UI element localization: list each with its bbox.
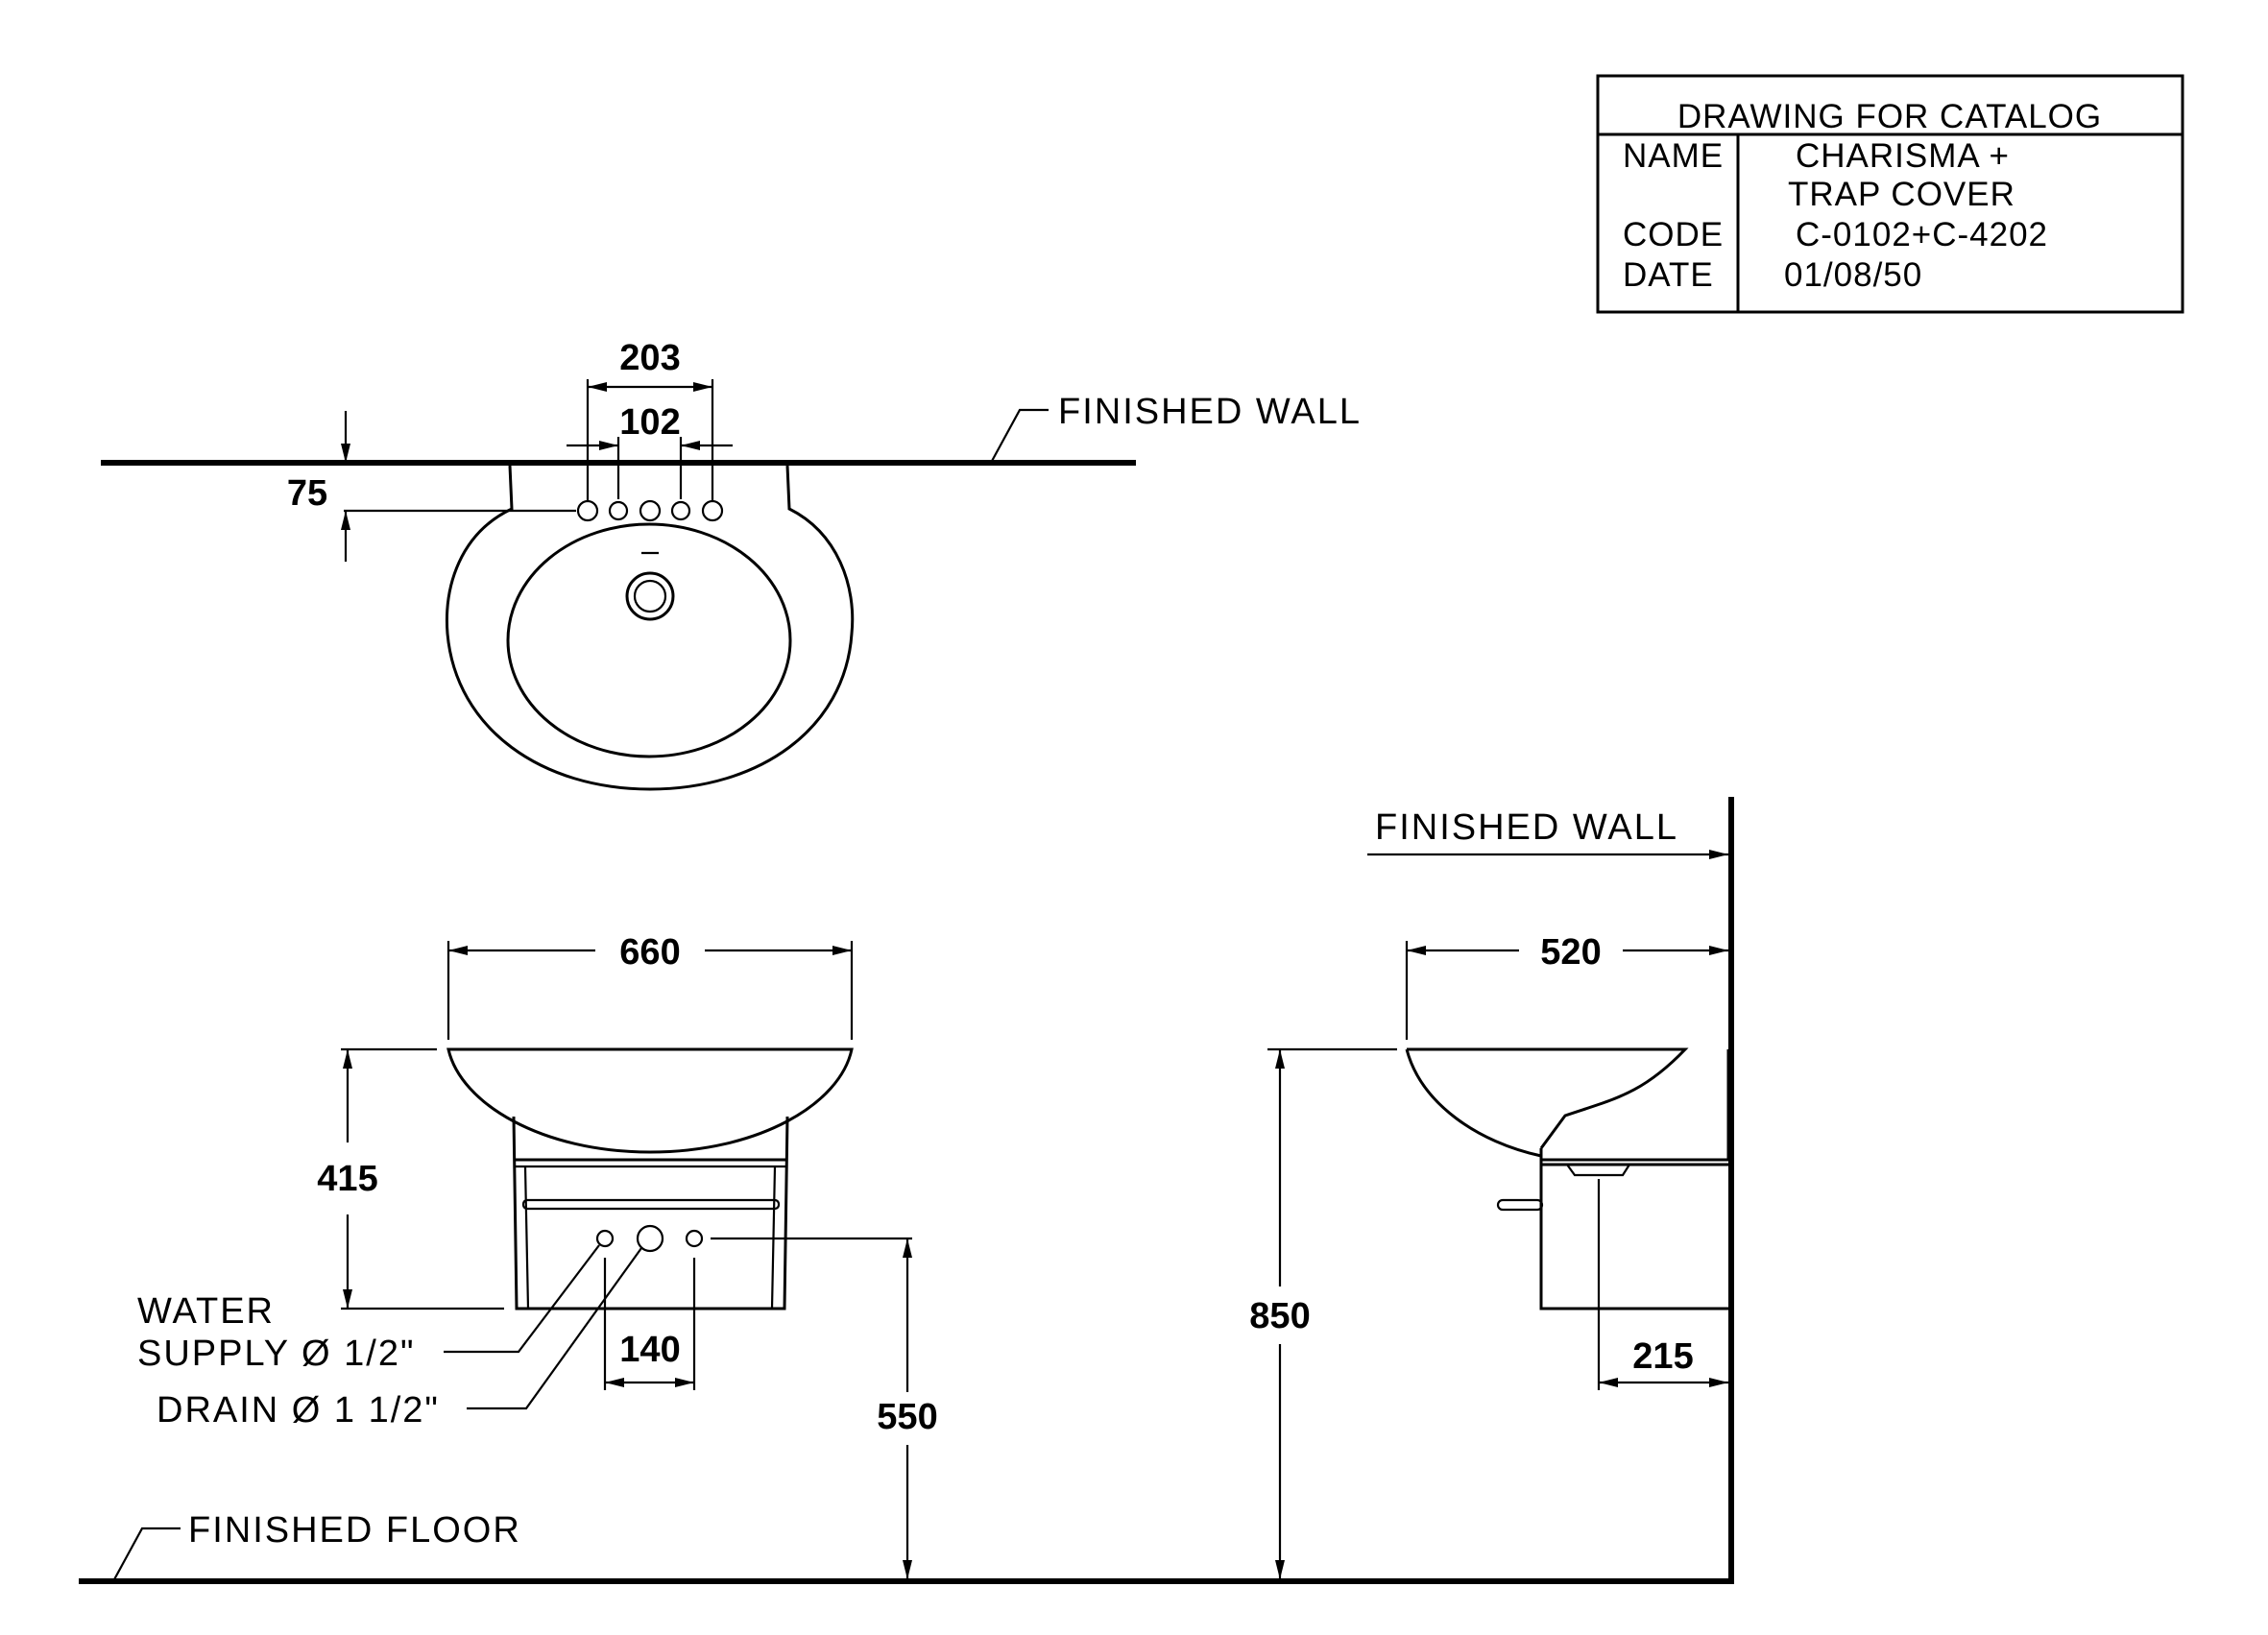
finished-floor-label: FINISHED FLOOR xyxy=(188,1510,521,1551)
dim-140: 140 xyxy=(619,1330,680,1370)
drain-label: DRAIN Ø 1 1/2" xyxy=(157,1390,440,1431)
date-value: 01/08/50 xyxy=(1784,256,1922,294)
title-block: DRAWING FOR CATALOG NAME CHARISMA + TRAP… xyxy=(1596,74,2184,314)
side-view: FINISHED WALL 520 850 215 xyxy=(1249,797,1734,1584)
basin-bowl xyxy=(506,522,792,758)
name-label: NAME xyxy=(1623,137,1724,175)
tap-hole-icon xyxy=(639,499,662,522)
title-block-heading: DRAWING FOR CATALOG xyxy=(1677,98,2102,135)
basin-front-profile xyxy=(446,1047,854,1154)
dim-850: 850 xyxy=(1249,1296,1310,1336)
dim-203: 203 xyxy=(619,338,680,378)
drain-leader xyxy=(467,1247,642,1410)
water-supply-left xyxy=(595,1229,615,1248)
floor: FINISHED FLOOR xyxy=(79,1510,1731,1584)
date-label: DATE xyxy=(1623,256,1714,294)
basin-side-profile xyxy=(1407,1047,1689,1149)
trap-cover-front xyxy=(512,1116,789,1310)
dim-415: 415 xyxy=(317,1159,377,1199)
code-value: C-0102+C-4202 xyxy=(1796,216,2048,253)
water-supply-label-line2: SUPPLY Ø 1/2" xyxy=(137,1334,415,1374)
dim-520: 520 xyxy=(1540,932,1601,973)
drain-hole xyxy=(625,571,675,621)
water-supply-leader xyxy=(444,1244,600,1354)
dim-660: 660 xyxy=(619,932,680,973)
dim-102: 102 xyxy=(619,402,680,443)
tap-hole-icon xyxy=(608,500,629,521)
name-value-line2: TRAP COVER xyxy=(1788,176,2015,213)
drain-outlet xyxy=(636,1224,664,1253)
finished-wall-label-side: FINISHED WALL xyxy=(1375,807,1678,848)
finished-wall-label-top: FINISHED WALL xyxy=(1058,392,1362,432)
code-label: CODE xyxy=(1623,216,1724,253)
plan-view: FINISHED WALL 203 102 75 xyxy=(101,338,1362,791)
dim-75: 75 xyxy=(287,473,327,514)
tap-hole-icon xyxy=(576,499,599,522)
supply-pipe-side xyxy=(1496,1198,1544,1212)
water-supply-label-line1: WATER xyxy=(137,1291,275,1332)
basin-plan-outline xyxy=(445,465,855,791)
front-view: 660 415 140 550 WATER SUPPLY Ø 1/2" DRAI… xyxy=(137,932,938,1579)
water-supply-right xyxy=(685,1229,704,1248)
tap-hole-icon xyxy=(701,499,724,522)
tap-hole-icon xyxy=(670,500,691,521)
trap-cover-side xyxy=(1539,1049,1730,1166)
name-value-line1: CHARISMA + xyxy=(1796,137,2010,175)
dim-550: 550 xyxy=(877,1397,937,1437)
dim-215: 215 xyxy=(1632,1336,1693,1377)
